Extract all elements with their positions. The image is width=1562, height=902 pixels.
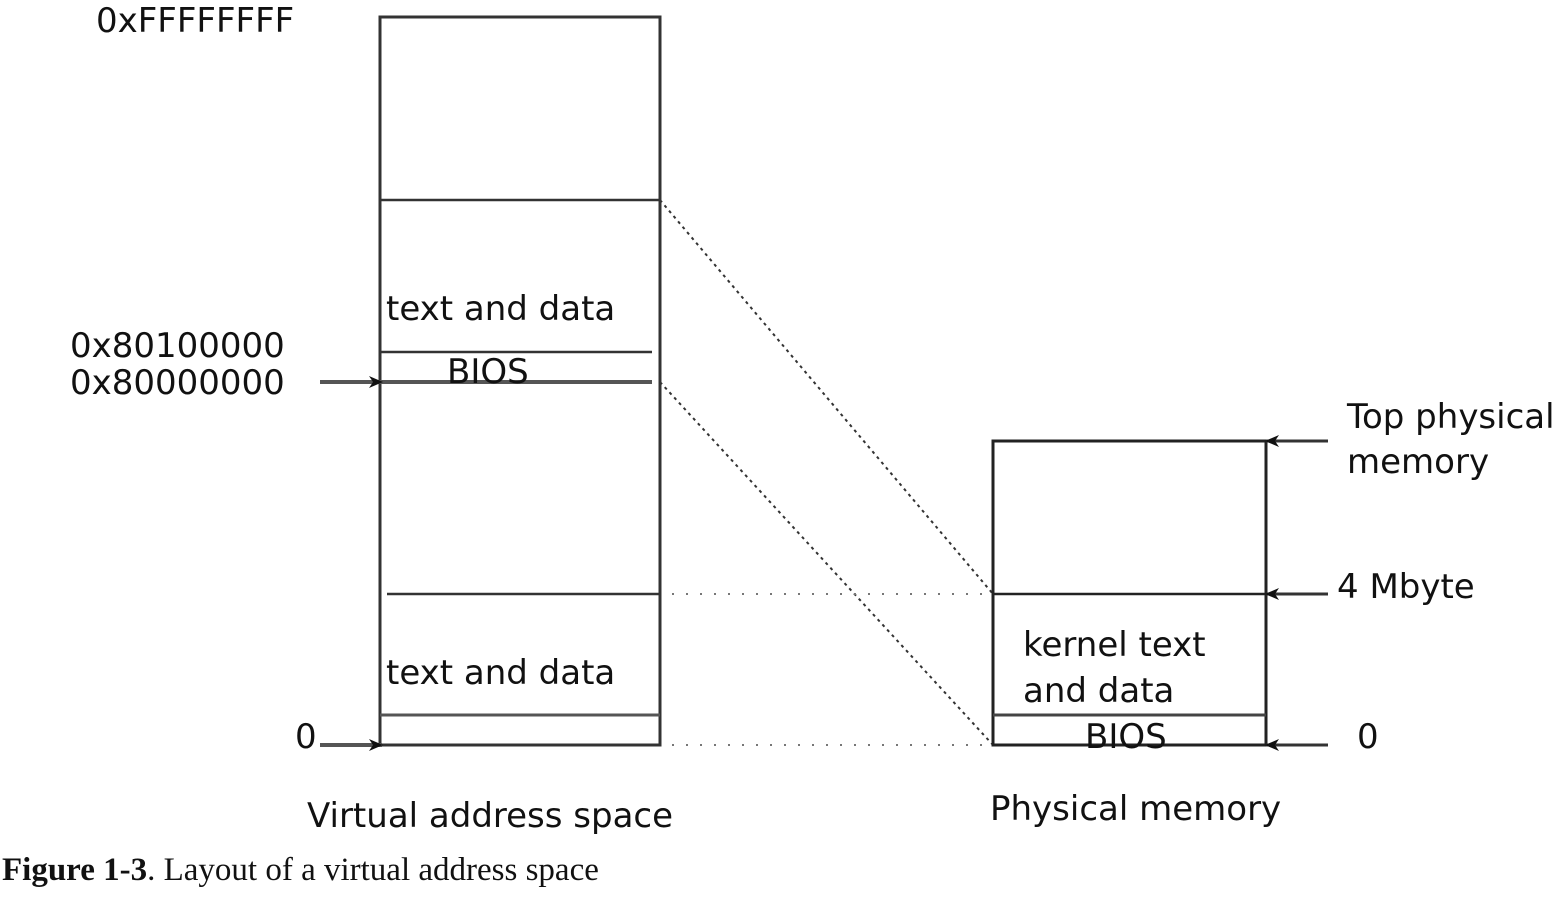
figure-caption-text: . Layout of a virtual address space	[147, 852, 599, 888]
address-label-top: 0xFFFFFFFF	[96, 1, 294, 41]
marker-top-physical-line2: memory	[1347, 442, 1489, 482]
mapping-kernbase-to-zero	[659, 381, 994, 746]
virtual-region-user-text-data: text and data	[386, 653, 615, 693]
marker-top-physical-line1: Top physical	[1346, 397, 1555, 437]
physical-region-kernel-line2: and data	[1023, 671, 1174, 711]
mapping-kernel-top-to-4mb	[659, 199, 994, 595]
physical-region-bios: BIOS	[1085, 717, 1167, 757]
marker-four-mb: 4 Mbyte	[1337, 567, 1475, 607]
physical-region-kernel-line1: kernel text	[1023, 625, 1206, 665]
figure-caption-label: Figure 1-3	[2, 852, 148, 888]
virtual-address-space-title: Virtual address space	[307, 796, 673, 836]
mapping-lines	[659, 199, 994, 746]
address-label-zero: 0	[295, 717, 317, 757]
physical-memory: kernel text and data BIOS Top physical m…	[990, 397, 1555, 829]
virtual-region-bios: BIOS	[447, 352, 529, 392]
physical-memory-title: Physical memory	[990, 789, 1281, 829]
address-label-kernbase: 0x80000000	[70, 363, 285, 403]
virtual-address-space: text and data BIOS text and data 0xFFFFF…	[70, 1, 673, 836]
address-label-kernel-link: 0x80100000	[70, 326, 285, 366]
virtual-region-kernel-text-data: text and data	[386, 289, 615, 329]
figure-caption: Figure 1-3. Layout of a virtual address …	[2, 852, 599, 889]
marker-phys-zero: 0	[1357, 717, 1379, 757]
